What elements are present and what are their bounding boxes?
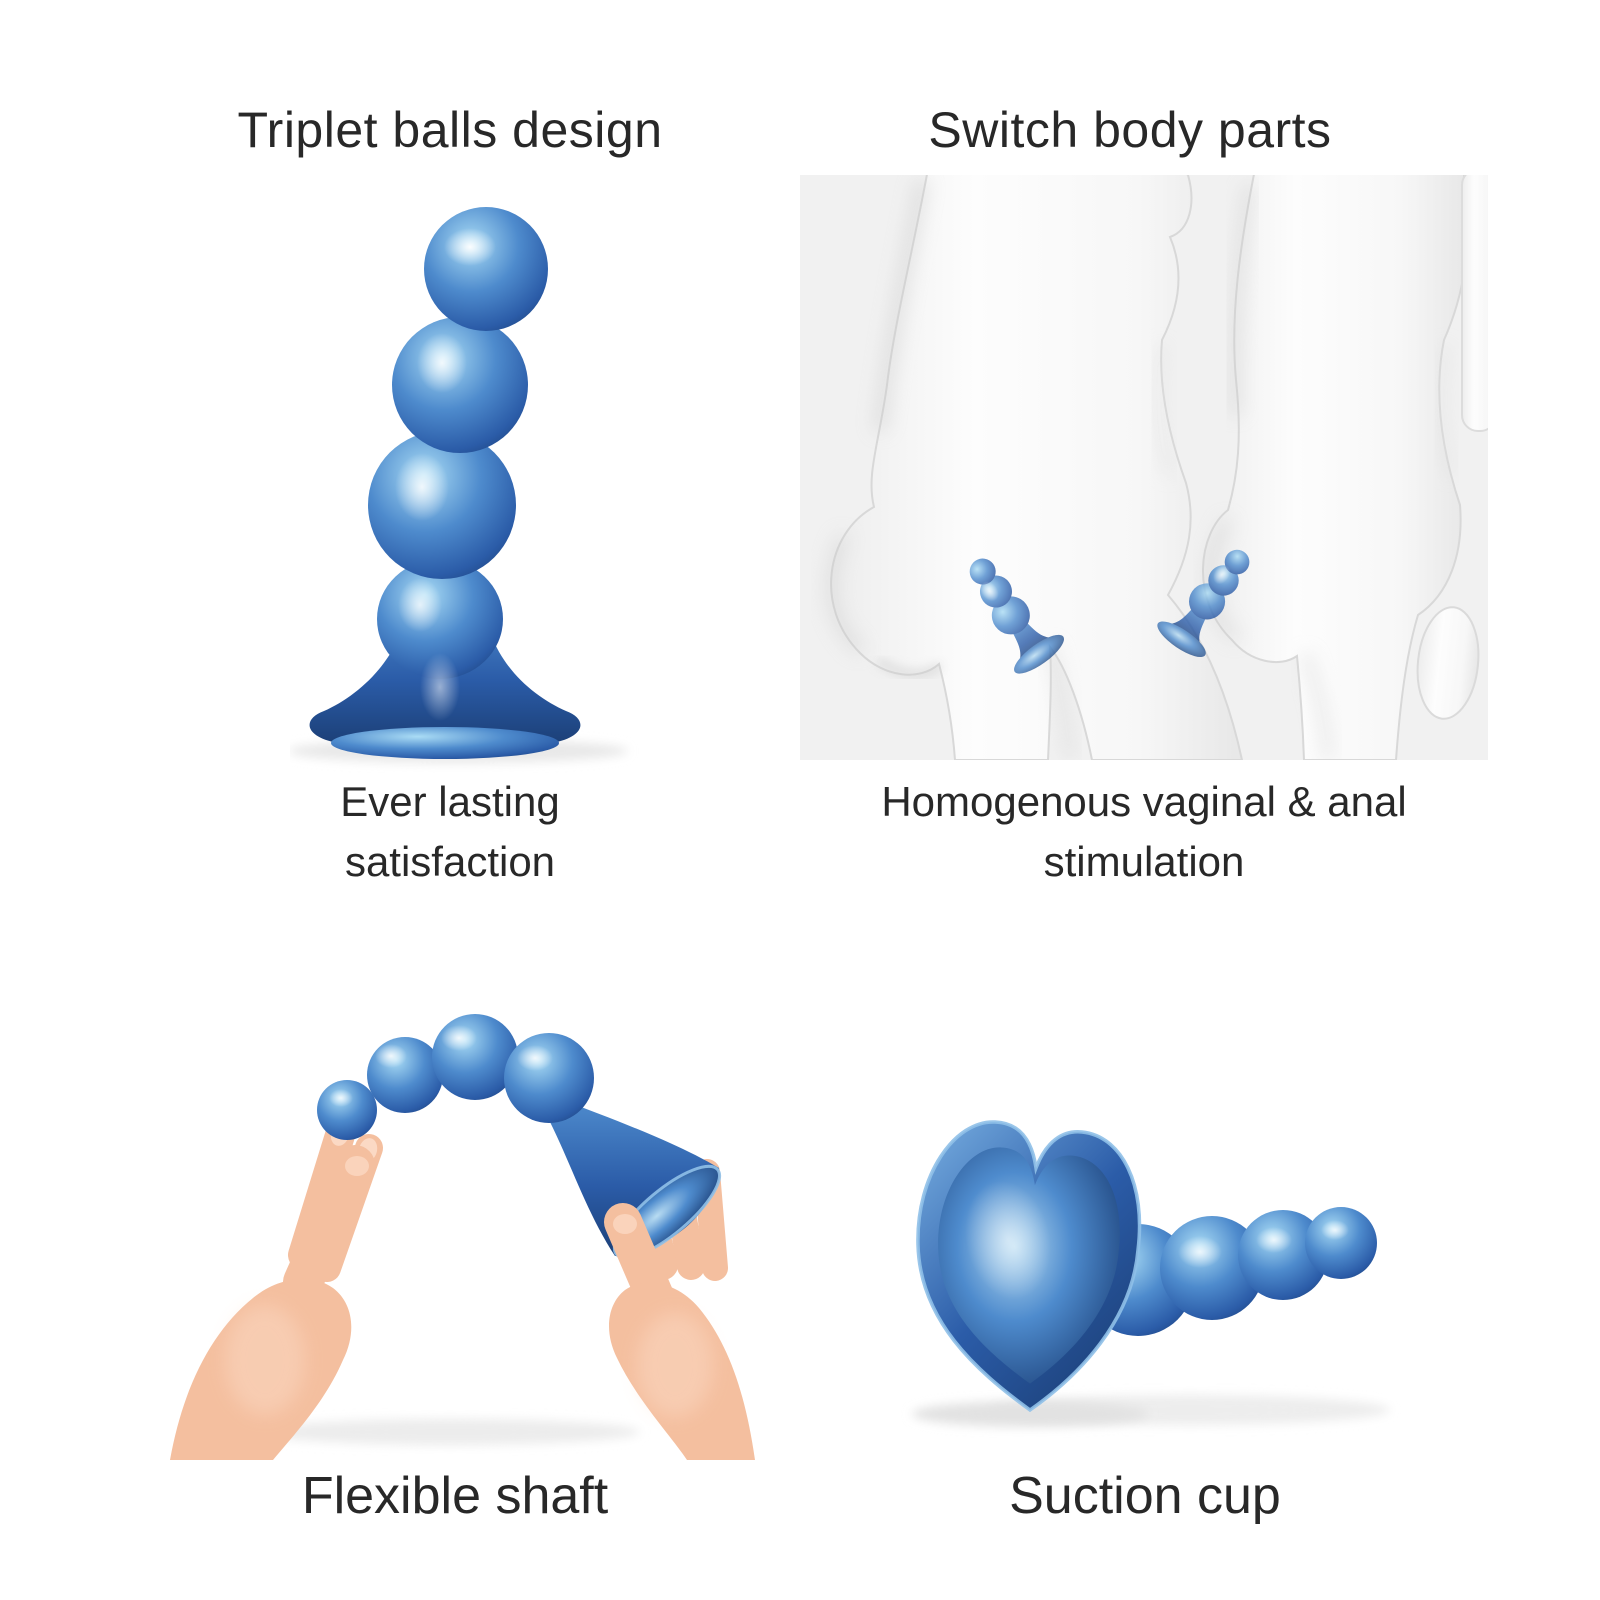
label-flexible-shaft: Flexible shaft bbox=[301, 1467, 609, 1525]
male-genitals bbox=[1416, 606, 1480, 720]
suction-cup-illustration bbox=[912, 1120, 1390, 1427]
hands-bending-toy-illustration bbox=[170, 1014, 755, 1460]
two-body-silhouettes-illustration bbox=[825, 175, 1488, 760]
section-title-triplet-balls: Triplet balls design bbox=[237, 102, 663, 158]
left-thumb bbox=[283, 1145, 375, 1302]
left-palm bbox=[170, 1278, 352, 1460]
ground-shadow bbox=[260, 1419, 640, 1445]
body-silhouettes-panel bbox=[800, 175, 1488, 760]
section-title-switch-body-parts: Switch body parts bbox=[928, 102, 1332, 158]
beaded-shaft bbox=[368, 207, 548, 721]
caption-switch-body-parts: Homogenous vaginal & anal stimulation bbox=[881, 778, 1407, 885]
female-figure bbox=[825, 175, 1244, 760]
male-arm bbox=[1461, 175, 1488, 432]
male-figure bbox=[1202, 175, 1488, 760]
beaded-dildo-upright-illustration bbox=[290, 207, 628, 763]
label-suction-cup: Suction cup bbox=[1009, 1467, 1281, 1525]
right-palm bbox=[609, 1282, 755, 1460]
heart-suction-cup bbox=[916, 1120, 1142, 1413]
caption-triplet-balls: Ever lasting satisfaction bbox=[340, 778, 560, 885]
